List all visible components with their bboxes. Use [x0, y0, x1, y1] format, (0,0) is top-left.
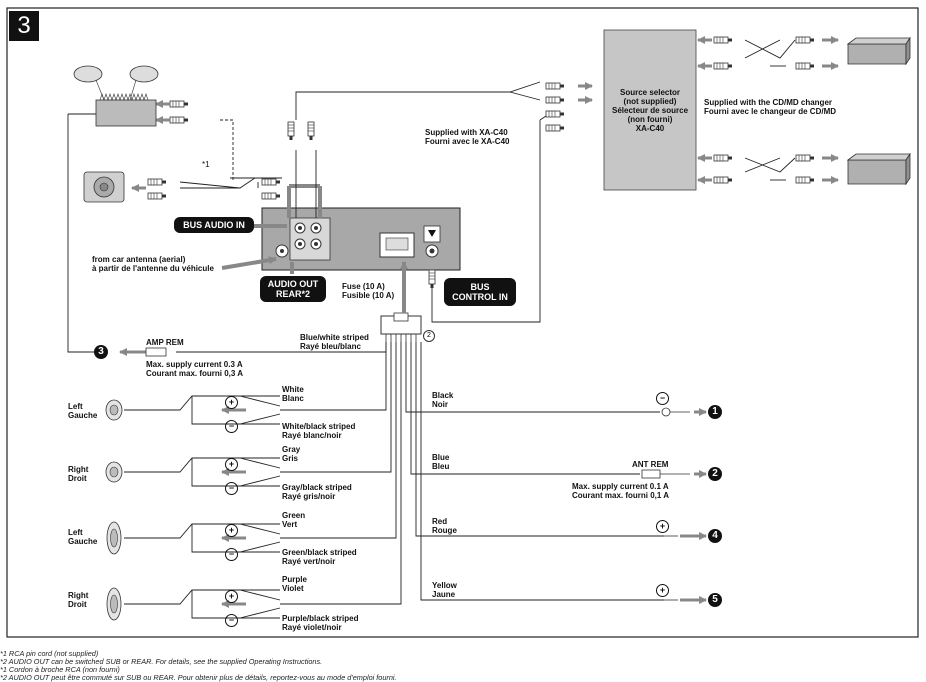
terminal-marker: 1	[708, 405, 722, 419]
plus-symbol: +	[656, 584, 669, 597]
speaker-minus-wire: Gray/black striped Rayé gris/noir	[282, 483, 352, 501]
frame	[6, 7, 919, 638]
ant-rem-label: ANT REM	[632, 460, 669, 469]
source-selector-box	[603, 29, 697, 191]
minus-symbol: −	[225, 548, 238, 561]
note-en-2: *2 AUDIO OUT can be switched SUB or REAR…	[0, 657, 323, 666]
speaker-plus-wire: Purple Violet	[282, 575, 307, 593]
speaker-minus-wire: Green/black striped Rayé vert/noir	[282, 548, 357, 566]
wire-label: Blue Bleu	[432, 453, 450, 471]
terminal-3-marker: 3	[94, 345, 108, 359]
bus-audio-in-label: BUS AUDIO IN	[174, 217, 254, 233]
wire-label: Black Noir	[432, 391, 454, 409]
wire-label: Yellow Jaune	[432, 581, 457, 599]
diagram-artwork	[6, 7, 919, 638]
ant-rem-current: Max. supply current 0.1 A Courant max. f…	[572, 482, 670, 500]
speaker-side-label: Right Droit	[68, 465, 89, 483]
section-number: 3	[9, 11, 39, 41]
amp-rem-label: AMP REM	[146, 338, 184, 347]
bus-control-in-label: BUS CONTROL IN	[444, 278, 516, 306]
terminal-marker: 2	[708, 467, 722, 481]
amplifier	[73, 65, 159, 127]
speaker-minus-wire: Purple/black striped Rayé violet/noir	[282, 614, 359, 632]
note-en-1: *1 RCA pin cord (not supplied)	[0, 649, 99, 658]
plus-symbol: +	[225, 590, 238, 603]
speaker-side-label: Left Gauche	[68, 528, 98, 546]
audio-out-rear-label: AUDIO OUT REAR*2	[260, 276, 326, 302]
speaker-plus-wire: White Blanc	[282, 385, 304, 403]
minus-symbol: −	[225, 482, 238, 495]
minus-symbol: −	[225, 420, 238, 433]
cd-changer-1	[846, 36, 911, 66]
speaker-icon	[105, 399, 123, 421]
speaker-side-label: Right Droit	[68, 591, 89, 609]
speaker-group	[106, 521, 281, 555]
speaker-plus-wire: Gray Gris	[282, 445, 301, 463]
minus-symbol: −	[225, 614, 238, 627]
speaker-icon	[106, 587, 122, 621]
speaker-group	[105, 457, 281, 487]
speaker-icon	[105, 461, 123, 483]
speaker-minus-wire: White/black striped Rayé blanc/noir	[282, 422, 356, 440]
circle-2-marker: 2	[423, 330, 435, 342]
note-fr-1: *1 Cordon à broche RCA (non fourni)	[0, 665, 120, 674]
speaker-group	[105, 395, 281, 425]
plus-symbol: +	[225, 458, 238, 471]
speaker-groups	[105, 395, 281, 621]
speaker-group	[106, 587, 281, 621]
speaker-icon	[106, 521, 122, 555]
wiring-diagram: 3 Source selector (not supplied) Sélecte…	[0, 7, 919, 682]
antenna-label: from car antenna (aerial) à partir de l'…	[92, 255, 214, 273]
plus-symbol: +	[225, 524, 238, 537]
plus-symbol: +	[225, 396, 238, 409]
blue-white-label: Blue/white striped Rayé bleu/blanc	[300, 333, 369, 351]
speaker-side-label: Left Gauche	[68, 402, 98, 420]
terminal-marker: 5	[708, 593, 722, 607]
speaker-plus-wire: Green Vert	[282, 511, 306, 529]
wire-label: Red Rouge	[432, 517, 457, 535]
fuse-label: Fuse (10 A) Fusible (10 A)	[342, 282, 395, 300]
terminal-marker: 4	[708, 529, 722, 543]
plus-symbol: +	[656, 520, 669, 533]
note-fr-2: *2 AUDIO OUT peut être commuté sur SUB o…	[0, 673, 397, 682]
note-marker-1: *1	[202, 160, 210, 169]
cd-changer-2	[846, 152, 911, 186]
wiring	[67, 39, 796, 605]
source-selector-label: Source selector (not supplied) Sélecteur…	[612, 88, 689, 133]
supplied-with-xac40-label: Supplied with XA-C40 Fourni avec le XA-C…	[425, 128, 510, 146]
rca-plugs	[147, 36, 815, 289]
supplied-with-changer-label: Supplied with the CD/MD changer Fourni a…	[704, 98, 837, 116]
amp-rem-current: Max. supply current 0.3 A Courant max. f…	[146, 360, 244, 378]
minus-symbol: −	[656, 392, 669, 405]
